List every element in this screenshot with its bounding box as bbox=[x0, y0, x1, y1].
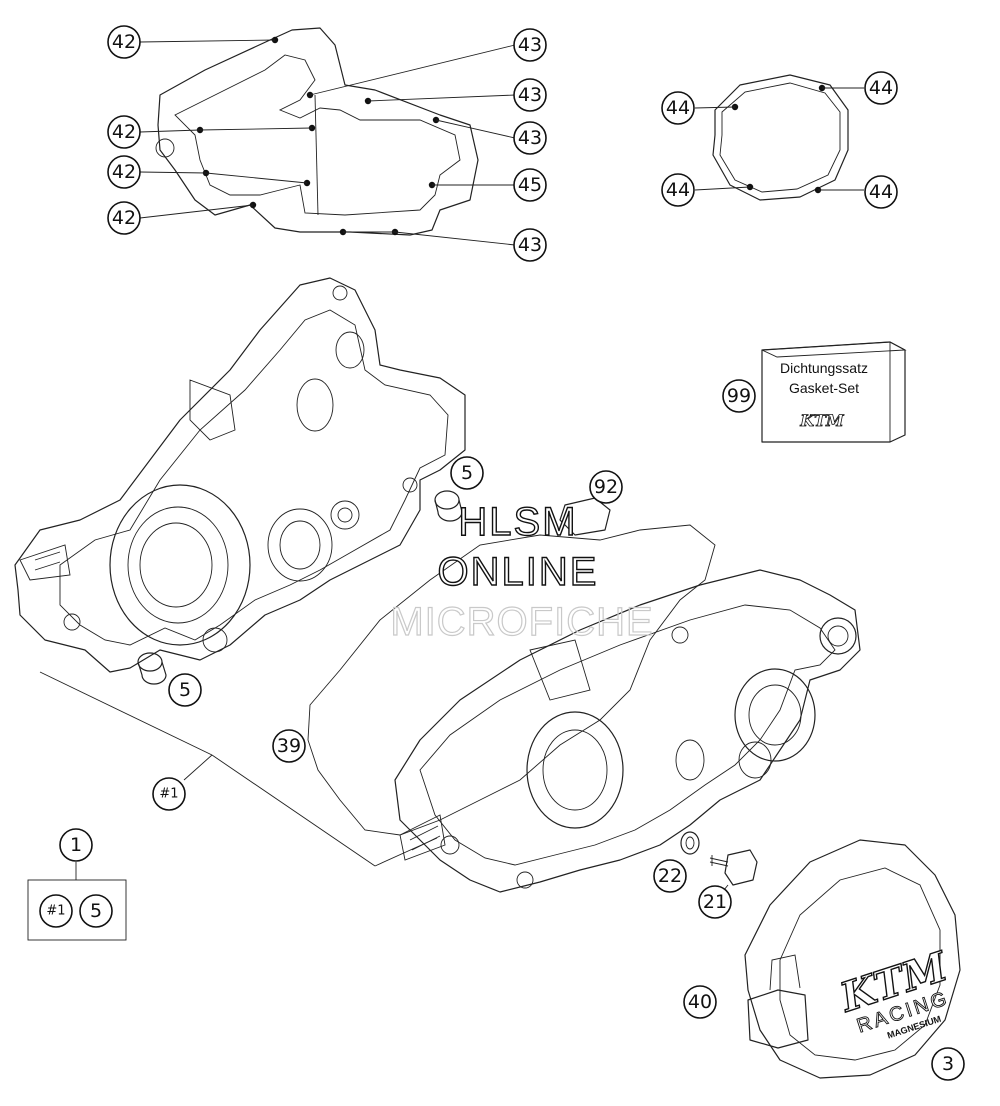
svg-text:3: 3 bbox=[942, 1053, 954, 1075]
gasket-set-box: Dichtungssatz Gasket-Set KTM bbox=[761, 341, 907, 443]
svg-text:42: 42 bbox=[112, 121, 136, 143]
svg-text:44: 44 bbox=[869, 77, 893, 99]
watermark-line1: HLSM bbox=[458, 500, 577, 544]
svg-text:99: 99 bbox=[727, 385, 751, 407]
svg-text:43: 43 bbox=[518, 234, 542, 256]
svg-text:43: 43 bbox=[518, 84, 542, 106]
ignition-cover: KTM RACING MAGNESIUM bbox=[744, 839, 961, 1079]
callout-43-b: 43 bbox=[513, 78, 547, 112]
callout-42-d: 42 bbox=[107, 201, 141, 235]
svg-text:5: 5 bbox=[179, 679, 191, 701]
callout-99: 99 bbox=[722, 379, 756, 413]
callout-assembly-1: #1 bbox=[152, 777, 186, 811]
callout-39: 39 bbox=[272, 729, 306, 763]
bearing-bush-right bbox=[434, 490, 463, 522]
assembly-legend bbox=[27, 862, 127, 941]
callout-42-a: 42 bbox=[107, 25, 141, 59]
svg-text:44: 44 bbox=[666, 97, 690, 119]
svg-text:92: 92 bbox=[594, 476, 618, 498]
callout-1: 1 bbox=[59, 828, 93, 862]
gasket-leader-lines bbox=[139, 39, 516, 246]
svg-text:5: 5 bbox=[461, 462, 473, 484]
callout-5-b: 5 bbox=[168, 673, 202, 707]
callout-44-c: 44 bbox=[661, 173, 695, 207]
callout-42-c: 42 bbox=[107, 155, 141, 189]
svg-text:#1: #1 bbox=[159, 787, 178, 802]
seal-ring-22 bbox=[680, 831, 700, 855]
gasket-kit-line2: Gasket-Set bbox=[789, 380, 859, 396]
crankcase-gasket-39 bbox=[307, 524, 716, 836]
svg-text:21: 21 bbox=[703, 891, 727, 913]
callout-92: 92 bbox=[589, 470, 623, 504]
callout-43-d: 43 bbox=[513, 228, 547, 262]
svg-text:39: 39 bbox=[277, 735, 301, 757]
callout-21: 21 bbox=[698, 885, 732, 919]
svg-text:42: 42 bbox=[112, 161, 136, 183]
callout-43-a: 43 bbox=[513, 28, 547, 62]
svg-text:42: 42 bbox=[112, 207, 136, 229]
callout-5-a: 5 bbox=[450, 456, 484, 490]
svg-text:42: 42 bbox=[112, 31, 136, 53]
callout-40: 40 bbox=[683, 985, 717, 1019]
legend-assembly-1: #1 bbox=[39, 894, 73, 928]
ignition-cover-gasket bbox=[694, 74, 864, 201]
ktm-logo-small: KTM bbox=[799, 411, 845, 430]
callout-22: 22 bbox=[653, 859, 687, 893]
callout-42-b: 42 bbox=[107, 115, 141, 149]
callout-44-a: 44 bbox=[661, 91, 695, 125]
callout-45: 45 bbox=[513, 168, 547, 202]
gasket-kit-line1: Dichtungssatz bbox=[780, 360, 868, 376]
svg-text:5: 5 bbox=[90, 900, 102, 922]
svg-text:43: 43 bbox=[518, 34, 542, 56]
callout-43-c: 43 bbox=[513, 121, 547, 155]
callout-3: 3 bbox=[931, 1047, 965, 1081]
callout-44-d: 44 bbox=[864, 175, 898, 209]
watermark: HLSM ONLINE MICROFICHE bbox=[390, 499, 654, 644]
bearing-bush-left bbox=[137, 652, 167, 685]
svg-text:44: 44 bbox=[869, 181, 893, 203]
svg-text:#1: #1 bbox=[46, 904, 65, 919]
assembly-leader bbox=[39, 671, 438, 867]
watermark-line2: ONLINE bbox=[438, 550, 599, 594]
crankcase-gasket bbox=[155, 27, 479, 236]
svg-text:22: 22 bbox=[658, 865, 682, 887]
svg-text:45: 45 bbox=[518, 174, 542, 196]
callout-44-b: 44 bbox=[864, 71, 898, 105]
svg-text:44: 44 bbox=[666, 179, 690, 201]
left-crankcase-half bbox=[14, 277, 466, 673]
svg-text:1: 1 bbox=[70, 834, 82, 856]
watermark-line3: MICROFICHE bbox=[390, 600, 653, 644]
svg-text:43: 43 bbox=[518, 127, 542, 149]
right-crankcase-half bbox=[394, 569, 861, 893]
legend-part-5: 5 bbox=[79, 894, 113, 928]
svg-text:40: 40 bbox=[688, 991, 712, 1013]
